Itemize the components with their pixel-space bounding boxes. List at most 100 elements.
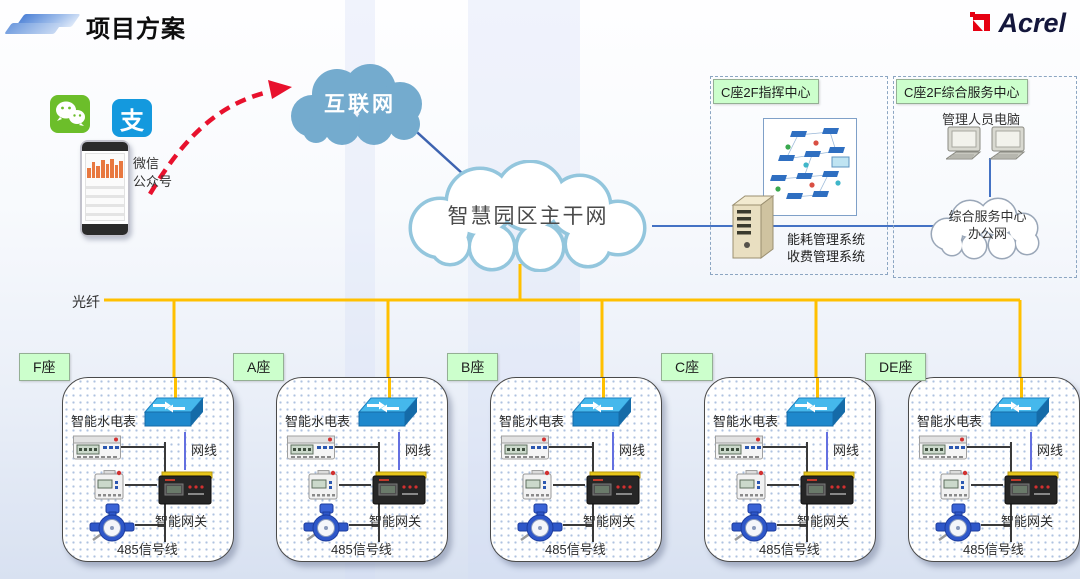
energy-meter-icon	[73, 435, 121, 460]
water-meter-connector	[135, 524, 164, 526]
backbone-cloud-label: 智慧园区主干网	[447, 205, 609, 228]
energy-meter-small-icon	[308, 470, 338, 500]
office-cloud	[930, 197, 1040, 260]
cable-label: 网线	[1037, 443, 1064, 458]
water-meter-connector	[981, 524, 1010, 526]
service-center-title: C座2F综合服务中心	[896, 79, 1028, 104]
building-box: F座 智能水电表	[19, 353, 234, 562]
gateway-label: 智能网关	[797, 514, 850, 529]
command-center-box: C座2F指挥中心	[710, 76, 888, 275]
meters-label: 智能水电表	[71, 414, 137, 429]
alipay-icon: 支	[112, 99, 152, 137]
fiber-drop-inside	[388, 378, 391, 401]
gateway-icon	[800, 471, 855, 505]
cable-label: 网线	[833, 443, 860, 458]
fiber-drop-inside	[602, 378, 605, 401]
building-box: A座 智能水电表	[233, 353, 448, 562]
building-box: DE座 智能水电表	[865, 353, 1080, 562]
gateway-icon	[586, 471, 641, 505]
acrel-mark-icon	[970, 11, 991, 31]
building-label: A座	[233, 353, 285, 381]
building-box: C座 智能水电表	[661, 353, 876, 562]
energy-meter-small-icon	[94, 470, 124, 500]
signal-label: 485信号线	[759, 542, 820, 557]
cable-label: 网线	[191, 443, 218, 458]
pc-label: 管理人员电脑	[942, 112, 1021, 127]
acrel-brand-text: Acrel	[998, 8, 1066, 38]
meter2-connector	[339, 484, 371, 486]
cable-label: 网线	[405, 443, 432, 458]
water-meter-icon	[89, 503, 135, 542]
signal-label: 485信号线	[545, 542, 606, 557]
acrel-logo: Acrel	[966, 8, 1066, 39]
server-icon	[731, 195, 775, 259]
cable-label: 网线	[619, 443, 646, 458]
switch-icon	[143, 397, 205, 427]
building-label: C座	[661, 353, 714, 381]
meter1-connector	[763, 446, 806, 448]
signal-label: 485信号线	[963, 542, 1024, 557]
wechat-icon	[50, 95, 90, 133]
smartphone	[80, 140, 130, 237]
energy-meter-icon	[501, 435, 549, 460]
internet-cloud	[291, 64, 422, 145]
water-meter-connector	[777, 524, 806, 526]
backbone-cloud	[408, 160, 647, 272]
water-meter-connector	[563, 524, 592, 526]
gateway-label: 智能网关	[583, 514, 636, 529]
energy-meter-small-icon	[736, 470, 766, 500]
office-cloud-label: 综合服务中心 办公网	[948, 209, 1027, 241]
network-cable-line	[1030, 432, 1032, 470]
energy-meter-icon	[287, 435, 335, 460]
switch-icon	[357, 397, 419, 427]
network-cable-line	[826, 432, 828, 470]
energy-meter-icon	[919, 435, 967, 460]
building-box: B座 智能水电表	[447, 353, 662, 562]
meters-label: 智能水电表	[285, 414, 351, 429]
gateway-icon	[158, 471, 213, 505]
network-cable-line	[612, 432, 614, 470]
server-system-label: 能耗管理系统 收费管理系统	[787, 232, 866, 264]
alipay-glyph: 支	[120, 107, 144, 135]
red-arrow-head	[268, 80, 292, 99]
meter2-connector	[767, 484, 799, 486]
building-label: DE座	[865, 353, 927, 381]
service-center-box: C座2F综合服务中心 管理人员电脑	[893, 76, 1077, 278]
water-meter-icon	[731, 503, 777, 542]
meter1-connector	[549, 446, 592, 448]
signal-label: 485信号线	[117, 542, 178, 557]
gateway-label: 智能网关	[369, 514, 422, 529]
fiber-drop-inside	[174, 378, 177, 401]
fiber-drop-inside	[816, 378, 819, 401]
title-arrow-logo	[4, 12, 81, 38]
meters-label: 智能水电表	[917, 414, 983, 429]
internet-cloud-label: 互联网	[324, 93, 396, 116]
phone-chart	[85, 156, 125, 178]
water-meter-connector	[349, 524, 378, 526]
meters-label: 智能水电表	[499, 414, 565, 429]
water-meter-icon	[303, 503, 349, 542]
network-cable-line	[184, 432, 186, 470]
fiber-drop-inside	[1020, 378, 1023, 401]
meter2-connector	[971, 484, 1003, 486]
gateway-label: 智能网关	[155, 514, 208, 529]
signal-label: 485信号线	[331, 542, 392, 557]
wechat-official-account-caption: 微信 公众号	[133, 156, 173, 189]
topology-preview	[763, 118, 857, 216]
computers-icon	[946, 126, 1026, 160]
meter1-connector	[121, 446, 164, 448]
water-meter-icon	[517, 503, 563, 542]
switch-icon	[571, 397, 633, 427]
gateway-icon	[372, 471, 427, 505]
switch-icon	[989, 397, 1051, 427]
energy-meter-small-icon	[522, 470, 552, 500]
energy-meter-icon	[715, 435, 763, 460]
network-cable-line	[398, 432, 400, 470]
meter2-connector	[125, 484, 157, 486]
red-dashed-arrow	[148, 89, 269, 196]
energy-meter-small-icon	[940, 470, 970, 500]
meter2-connector	[553, 484, 585, 486]
water-meter-icon	[935, 503, 981, 542]
fiber-label: 光纤	[72, 294, 100, 310]
